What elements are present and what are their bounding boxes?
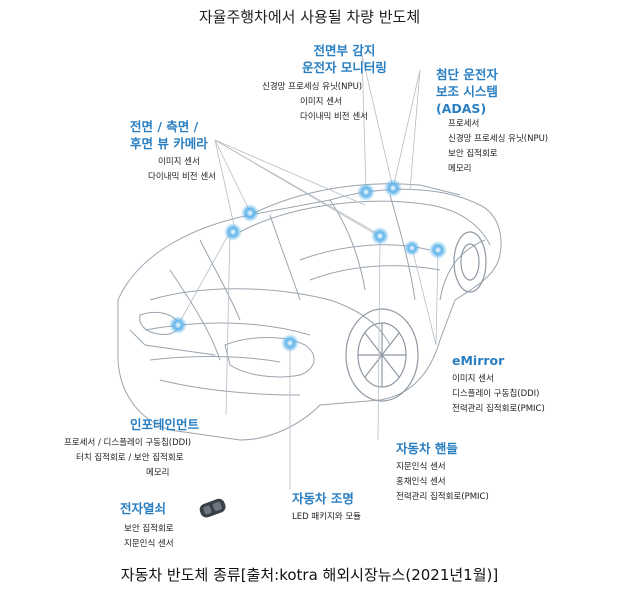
dot-adas — [384, 179, 402, 197]
smartkey-items: 보안 집적회로 지문인식 센서 — [124, 522, 174, 552]
car-wheels — [345, 231, 487, 402]
item-text: 이미지 센서 — [158, 157, 200, 167]
camera-heading: 전면 / 측면 / 후면 뷰 카메라 — [130, 118, 208, 152]
smart-key-icon — [199, 498, 226, 518]
adas-items: 프로세서 신경망 프로세싱 유닛(NPU) 보안 집적회로 메모리 — [448, 117, 548, 177]
item-text: 이미지 센서 — [452, 374, 494, 384]
leader-lines — [177, 54, 439, 490]
adas-heading: 첨단 운전자 보조 시스템 (ADAS) — [436, 66, 498, 117]
dot-front-camera — [169, 316, 187, 334]
heading-line: 후면 뷰 카메라 — [130, 136, 208, 151]
item-text: 디스플레이 구동칩(DDI) — [452, 389, 540, 399]
dot-front-monitor — [357, 183, 375, 201]
dot-infotainment — [224, 223, 242, 241]
item-text: 신경망 프로세싱 유닛(NPU) — [262, 82, 363, 92]
heading-line: 운전자 모니터링 — [302, 60, 387, 75]
lighting-heading: 자동차 조명 — [292, 490, 354, 507]
item-text: 지문인식 센서 — [396, 462, 446, 472]
heading-line: 자동차 조명 — [292, 491, 354, 506]
camera-items: 이미지 센서 다이내믹 비전 센서 — [148, 155, 216, 185]
item-text: LED 패키지와 모듈 — [292, 512, 361, 522]
handle-heading: 자동차 핸들 — [396, 440, 458, 457]
item-text: 터치 집적회로 / 보안 집적회로 — [76, 453, 184, 463]
item-text: 다이내믹 비전 센서 — [300, 112, 368, 122]
heading-line: eMirror — [452, 353, 505, 368]
emirror-heading: eMirror — [452, 352, 504, 369]
source-caption: 자동차 반도체 종류[출처:kotra 해외시장뉴스(2021년1월)] — [120, 566, 499, 584]
car-wireframe — [117, 183, 502, 441]
item-text: 지문인식 센서 — [124, 539, 174, 549]
heading-line: 보조 시스템 — [436, 84, 498, 99]
infotainment-items: 프로세서 / 디스플레이 구동칩(DDI) 터치 집적회로 / 보안 집적회로 … — [64, 436, 191, 481]
heading-line: 전면부 감지 — [313, 43, 376, 58]
sensor-dots — [169, 179, 447, 352]
item-text: 프로세서 — [448, 119, 480, 129]
item-text: 전력관리 집적회로(PMIC) — [396, 492, 489, 502]
item-text: 신경망 프로세싱 유닛(NPU) — [448, 134, 549, 144]
diagram-title: 자율주행차에서 사용될 차량 반도체 — [198, 8, 421, 26]
dot-handle — [371, 227, 389, 245]
front-monitoring-items: 신경망 프로세싱 유닛(NPU) 이미지 센서 다이내믹 비전 센서 — [262, 80, 368, 125]
heading-line: 전면 / 측면 / — [130, 119, 199, 134]
dot-emirror-b — [429, 241, 447, 259]
heading-line: 첨단 운전자 — [436, 67, 498, 82]
item-text: 메모리 — [448, 164, 472, 174]
item-text: 홍채인식 센서 — [396, 477, 446, 487]
item-text: 전력관리 집적회로(PMIC) — [452, 404, 545, 414]
smartkey-heading: 전자열쇠 — [120, 500, 166, 517]
item-text: 다이내믹 비전 센서 — [148, 172, 216, 182]
heading-line: 전자열쇠 — [120, 501, 167, 516]
dot-emirror-a — [404, 240, 420, 256]
dot-lighting — [281, 334, 299, 352]
heading-line: (ADAS) — [436, 101, 487, 116]
item-text: 보안 집적회로 — [124, 524, 174, 534]
heading-line: 인포테인먼트 — [130, 417, 200, 432]
infotainment-heading: 인포테인먼트 — [130, 416, 199, 433]
dot-camera-mirror — [241, 204, 259, 222]
emirror-items: 이미지 센서 디스플레이 구동칩(DDI) 전력관리 집적회로(PMIC) — [452, 372, 545, 417]
item-text: 메모리 — [146, 468, 170, 478]
heading-line: 자동차 핸들 — [396, 441, 458, 456]
handle-items: 지문인식 센서 홍채인식 센서 전력관리 집적회로(PMIC) — [396, 460, 489, 505]
front-monitoring-heading: 전면부 감지 운전자 모니터링 — [302, 42, 387, 76]
item-text: 보안 집적회로 — [448, 149, 498, 159]
item-text: 이미지 센서 — [300, 97, 342, 107]
item-text: 프로세서 / 디스플레이 구동칩(DDI) — [64, 438, 192, 448]
lighting-items: LED 패키지와 모듈 — [292, 510, 361, 525]
